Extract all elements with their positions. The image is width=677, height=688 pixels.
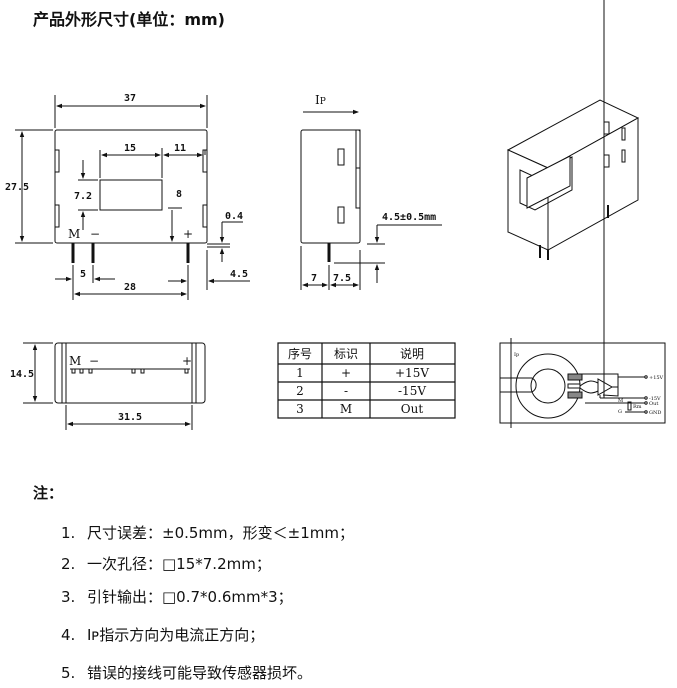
dim-window-width: 15 <box>124 143 136 154</box>
dimension-labels: 37 27.5 15 11 7.2 8 0.4 5 28 4.5 M − + I… <box>5 93 436 423</box>
circuit-label: Out <box>649 401 658 407</box>
pin-label-minus: − <box>90 227 100 241</box>
isometric-view <box>506 99 640 260</box>
dim-pin-ref: 8 <box>176 189 182 200</box>
pin-label-plus: + <box>183 227 193 241</box>
dim-width: 37 <box>124 93 136 104</box>
dim-side-1: 7 <box>311 273 317 284</box>
table-header: 序号 <box>288 346 312 361</box>
dimension-drawings: 37 27.5 15 11 7.2 8 0.4 5 28 4.5 M − + I… <box>5 0 666 430</box>
note-item: 5.错误的接线可能导致传感器损坏。 <box>61 664 313 682</box>
side-view <box>300 109 442 290</box>
dim-side-2: 7.5 <box>333 273 351 284</box>
dim-pin-thickness: 0.4 <box>225 211 243 222</box>
table-cell: M <box>340 402 352 416</box>
note-item: 2.一次孔径：□15*7.2mm； <box>61 555 271 573</box>
circuit-labels: Ip +15V -15V Out GND M G Rm <box>514 352 664 416</box>
dim-pin-edge: 4.5 <box>230 269 248 280</box>
dim-bottom-height: 14.5 <box>10 369 34 380</box>
bottom-pin-m: M <box>69 354 81 368</box>
table-cell: 1 <box>296 366 304 380</box>
table-cell: +15V <box>395 366 429 380</box>
table-cell: 3 <box>296 402 304 416</box>
circuit-node-g: G <box>618 409 622 415</box>
ip-label: IP <box>315 93 326 107</box>
bottom-view <box>23 342 206 430</box>
front-view <box>15 95 250 300</box>
dim-height: 27.5 <box>5 182 29 193</box>
dim-bottom-width: 31.5 <box>118 412 142 423</box>
table-cell: 2 <box>296 384 304 398</box>
bottom-pin-plus: + <box>182 354 192 368</box>
circuit-diagram <box>499 0 666 428</box>
dim-pin-length: 4.5±0.5mm <box>382 212 436 223</box>
circuit-label: GND <box>649 410 661 416</box>
table-cell: - <box>344 384 348 398</box>
bottom-pin-minus: − <box>89 354 99 368</box>
notes-heading: 注： <box>33 484 64 502</box>
dim-window-offset: 11 <box>174 143 186 154</box>
circuit-label: -15V <box>649 396 661 402</box>
circuit-node-m: M <box>618 398 623 404</box>
table-header: 标识 <box>334 347 358 361</box>
circuit-label: +15V <box>649 375 664 381</box>
pin-table <box>277 342 456 419</box>
table-cell: + <box>341 366 351 380</box>
note-item: 1.尺寸误差：±0.5mm，形变＜±1mm； <box>61 524 354 542</box>
notes: 注： 1.尺寸误差：±0.5mm，形变＜±1mm； 2.一次孔径：□15*7.2… <box>33 482 354 682</box>
pin-table-text: 序号 标识 说明 1 + +15V 2 - -15V 3 M Out <box>288 346 429 416</box>
table-header: 说明 <box>400 346 424 361</box>
pin-label-m: M <box>68 227 80 241</box>
dim-pin-spacing: 5 <box>80 269 86 280</box>
note-item: 3.引针输出：□0.7*0.6mm*3； <box>61 588 293 606</box>
circuit-rm: Rm <box>633 404 642 410</box>
page-title: 产品外形尺寸(单位：mm) <box>33 10 225 29</box>
note-item: 4.Iᴘ指示方向为电流正方向； <box>61 626 265 644</box>
dim-window-height: 7.2 <box>74 191 92 202</box>
dim-pin-span: 28 <box>124 282 136 293</box>
table-cell: Out <box>401 402 424 416</box>
table-cell: -15V <box>398 384 426 398</box>
circuit-ip: Ip <box>514 352 519 358</box>
